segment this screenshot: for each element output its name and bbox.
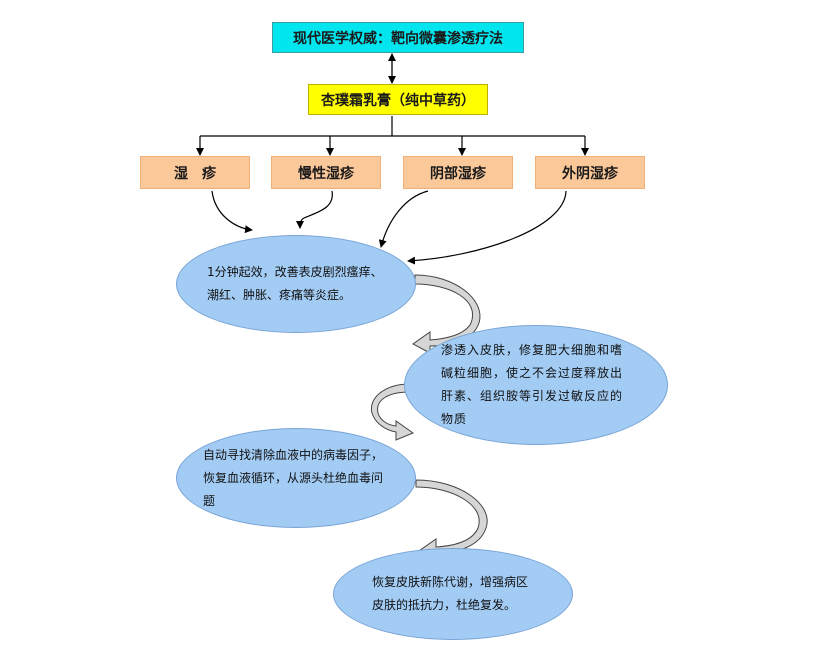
category-eczema: 湿 疹 bbox=[140, 156, 250, 189]
step-ellipse-3: 自动寻找清除血液中的病毒因子，恢复血液循环，从源头杜绝血毒问题 bbox=[176, 428, 416, 528]
step-ellipse-4: 恢复皮肤新陈代谢，增强病区皮肤的抵抗力，杜绝复发。 bbox=[333, 548, 573, 640]
step-text-3: 自动寻找清除血液中的病毒因子，恢复血液循环，从源头杜绝血毒问题 bbox=[203, 447, 384, 508]
step-ellipse-2: 渗透入皮肤，修复肥大细胞和嗜碱粒细胞，使之不会过度释放出肝素、组织胺等引发过敏反… bbox=[404, 325, 668, 445]
step-ellipse-1: 1分钟起效，改善表皮剧烈瘙痒、潮红、肿胀、疼痛等炎症。 bbox=[176, 235, 416, 333]
step-text-1: 1分钟起效，改善表皮剧烈瘙痒、潮红、肿胀、疼痛等炎症。 bbox=[207, 265, 383, 302]
curve-arrow-2 bbox=[296, 190, 333, 229]
step-text-4: 恢复皮肤新陈代谢，增强病区皮肤的抵抗力，杜绝复发。 bbox=[372, 575, 529, 612]
top-box: 现代医学权威：靶向微囊渗透疗法 bbox=[272, 22, 524, 53]
flow-arrow-2 bbox=[370, 383, 415, 441]
curve-arrow-3 bbox=[378, 190, 429, 248]
category-genital-eczema: 阴部湿疹 bbox=[403, 156, 513, 189]
step-text-2: 渗透入皮肤，修复肥大细胞和嗜碱粒细胞，使之不会过度释放出肝素、组织胺等引发过敏反… bbox=[441, 343, 624, 426]
curve-arrow-1 bbox=[211, 190, 253, 234]
category-vulvar-eczema: 外阴湿疹 bbox=[535, 156, 645, 189]
product-box: 杏璞霜乳膏（纯中草药） bbox=[308, 84, 488, 115]
curve-arrow-4 bbox=[407, 190, 567, 265]
category-chronic-eczema: 慢性湿疹 bbox=[271, 156, 381, 189]
